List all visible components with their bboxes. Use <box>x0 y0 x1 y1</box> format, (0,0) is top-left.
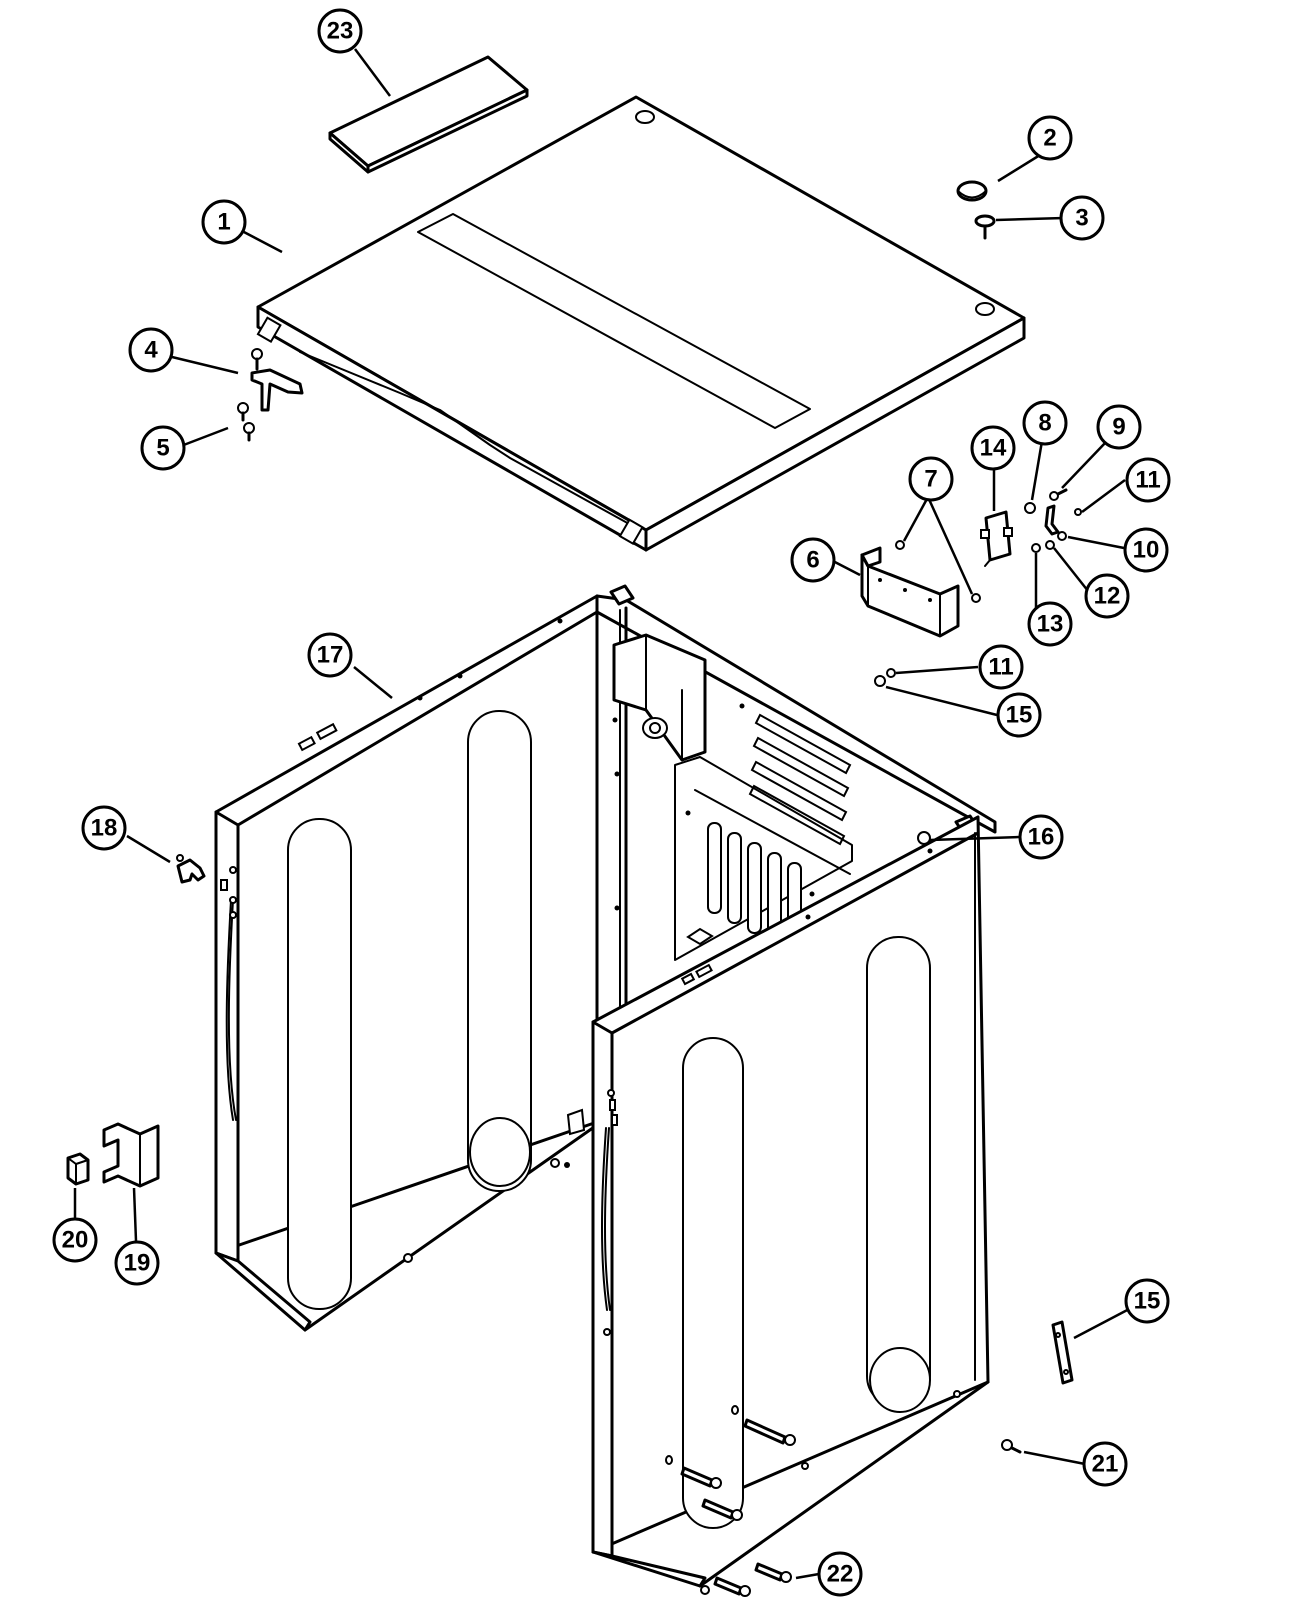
callout-11: 11 <box>1125 457 1171 503</box>
callout-2: 2 <box>1027 115 1073 161</box>
svg-text:11: 11 <box>988 654 1013 681</box>
svg-text:5: 5 <box>156 435 169 462</box>
part-20-block <box>66 1152 90 1186</box>
right-side-panel <box>591 815 990 1595</box>
svg-text:15: 15 <box>1006 702 1033 729</box>
callout-11-lower: 11 <box>978 644 1024 690</box>
svg-text:12: 12 <box>1094 583 1121 610</box>
callout-9: 9 <box>1096 404 1142 450</box>
part-18-clip <box>176 854 206 884</box>
svg-text:23: 23 <box>327 18 354 45</box>
callout-21: 21 <box>1082 1441 1128 1487</box>
svg-text:22: 22 <box>827 1561 854 1588</box>
callout-4: 4 <box>128 327 174 373</box>
parts-8-13-hardware <box>1024 488 1082 553</box>
part-3-screw <box>974 214 996 240</box>
callout-18: 18 <box>81 805 127 851</box>
svg-text:1: 1 <box>217 209 230 236</box>
part-21-screw <box>1001 1439 1022 1454</box>
callout-20: 20 <box>52 1217 98 1263</box>
parts-11-15-nut-washer <box>874 668 896 687</box>
svg-text:9: 9 <box>1112 414 1125 441</box>
svg-text:19: 19 <box>124 1250 151 1277</box>
svg-text:21: 21 <box>1092 1451 1119 1478</box>
callout-8: 8 <box>1022 400 1068 446</box>
callout-23: 23 <box>317 8 363 54</box>
part-15-strap <box>1051 1320 1074 1385</box>
svg-text:2: 2 <box>1043 125 1056 152</box>
callout-13: 13 <box>1027 601 1073 647</box>
leader-lines <box>73 48 1134 1580</box>
callout-15-upper: 15 <box>996 692 1042 738</box>
svg-text:20: 20 <box>62 1227 89 1254</box>
svg-text:8: 8 <box>1038 410 1051 437</box>
part-17-cabinet <box>214 584 997 1332</box>
svg-text:6: 6 <box>806 547 819 574</box>
svg-text:10: 10 <box>1133 537 1160 564</box>
part-19-bracket <box>102 1122 160 1188</box>
callout-12: 12 <box>1084 573 1130 619</box>
svg-text:14: 14 <box>980 435 1007 462</box>
callout-1: 1 <box>201 199 247 245</box>
callout-10: 10 <box>1123 527 1169 573</box>
svg-text:3: 3 <box>1075 205 1088 232</box>
callout-7: 7 <box>908 456 954 502</box>
svg-text:15: 15 <box>1134 1288 1161 1315</box>
callout-6: 6 <box>790 537 836 583</box>
part-5-screws <box>237 402 255 442</box>
svg-text:16: 16 <box>1028 824 1055 851</box>
part-14-switch <box>980 510 1013 567</box>
part-23-cover-plate <box>328 55 529 174</box>
part-2-cap <box>956 180 988 202</box>
svg-text:18: 18 <box>91 815 118 842</box>
svg-text:13: 13 <box>1037 611 1064 638</box>
callout-19: 19 <box>114 1240 160 1286</box>
svg-text:4: 4 <box>144 337 158 364</box>
svg-text:17: 17 <box>317 642 344 669</box>
callout-5: 5 <box>140 425 186 471</box>
svg-text:7: 7 <box>924 466 937 493</box>
callout-14: 14 <box>970 425 1016 471</box>
callout-16: 16 <box>1018 814 1064 860</box>
part-6-bracket <box>860 546 960 638</box>
callout-17: 17 <box>307 632 353 678</box>
part-7-fasteners <box>895 540 981 603</box>
part-22-bolts <box>665 1405 796 1597</box>
part-4-bracket <box>250 348 304 412</box>
part-1-top-panel <box>256 95 1026 552</box>
svg-text:11: 11 <box>1135 467 1160 494</box>
callout-22: 22 <box>817 1551 863 1597</box>
callout-15-lower: 15 <box>1124 1278 1170 1324</box>
callout-3: 3 <box>1059 195 1105 241</box>
